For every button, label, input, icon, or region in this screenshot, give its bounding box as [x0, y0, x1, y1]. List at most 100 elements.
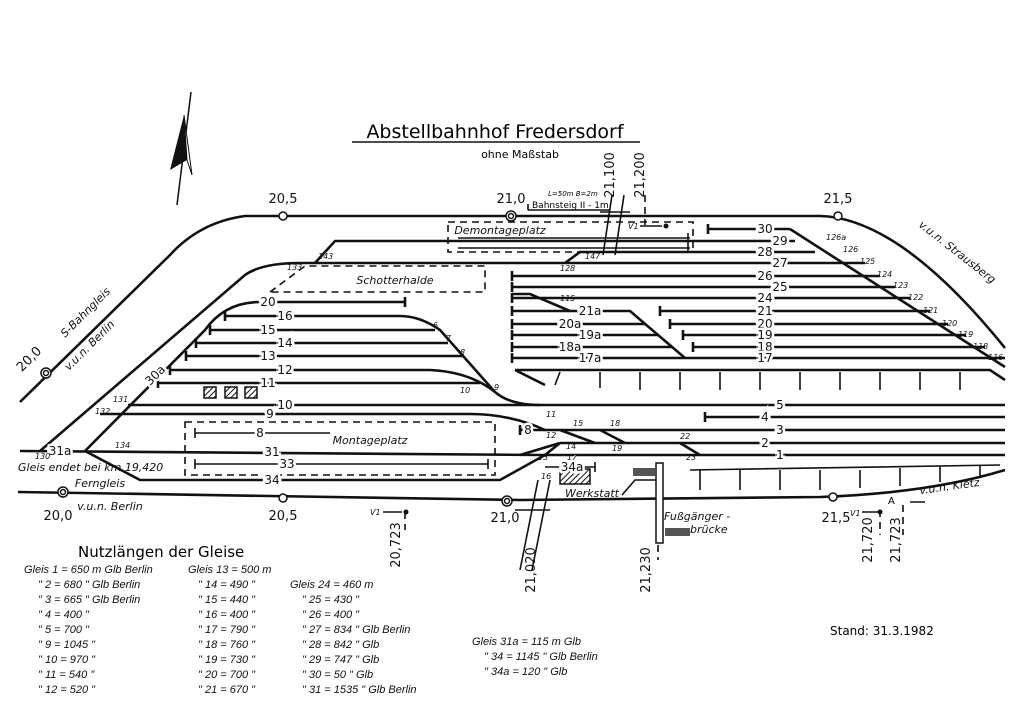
- track-label: 16: [277, 309, 292, 323]
- track-8: [518, 425, 545, 435]
- track-label: 20a: [559, 317, 582, 331]
- table-row: " 2 = 680 " Glb Berlin: [38, 579, 140, 591]
- km-vertical: 21,200: [633, 152, 648, 198]
- track-label: 34: [264, 473, 279, 487]
- switch-label: 19: [612, 444, 622, 453]
- km-vertical: 21,723: [889, 517, 904, 563]
- table-row: " 4 = 400 ": [38, 609, 90, 621]
- signal-label: V1: [628, 222, 639, 231]
- switch-label: 15: [573, 419, 583, 428]
- km-label: 20,0: [44, 509, 73, 524]
- switch-label: 7: [446, 334, 452, 343]
- track-16: [223, 311, 541, 407]
- track-27: [39, 261, 865, 452]
- track-13: [184, 351, 462, 361]
- platform-line: [527, 204, 610, 211]
- table-row: " 34a = 120 " Glb: [484, 666, 567, 678]
- track-label: 27: [772, 256, 787, 270]
- signal-icon: [403, 509, 409, 515]
- schotterhalde-area: [267, 265, 486, 293]
- ferngleis-track: [17, 468, 1006, 502]
- km-label: 21,5: [824, 192, 853, 207]
- table-row: " 5 = 700 ": [38, 624, 90, 636]
- table-row: " 19 = 730 ": [198, 654, 256, 666]
- switch-label: 115: [560, 294, 575, 303]
- left-ladder-30a: [84, 297, 407, 452]
- track-label: 28: [757, 245, 772, 259]
- track-26: [510, 271, 880, 281]
- table-row: " 20 = 700 ": [198, 669, 256, 681]
- table-row: Gleis 24 = 460 m: [290, 579, 373, 591]
- track-12: [168, 365, 496, 394]
- table-row: " 25 = 430 ": [302, 594, 360, 606]
- track-label: 17: [757, 351, 772, 365]
- north-arrow-icon: [170, 91, 193, 206]
- switch-label: 132: [95, 407, 110, 416]
- switch-label: 23: [686, 453, 696, 462]
- ferngleis-direction: v.u.n. Berlin: [77, 500, 142, 513]
- table-row: " 3 = 665 " Glb Berlin: [38, 594, 140, 606]
- wall-ticks: [689, 464, 1001, 490]
- km-vertical: 21,100: [603, 152, 618, 198]
- table-row: " 17 = 790 ": [198, 624, 256, 636]
- track-19: [681, 330, 966, 340]
- track-18: [691, 342, 985, 352]
- switch-label: 131: [113, 395, 128, 404]
- buildings: [203, 386, 591, 485]
- km-vertical: 21,720: [861, 517, 876, 563]
- track-label: 5: [776, 398, 784, 412]
- kietz-direction: v.u.n. Kietz: [919, 476, 981, 497]
- table-row: " 18 = 760 ": [198, 639, 256, 651]
- track-31-1: [19, 449, 1005, 457]
- table-row: " 10 = 970 ": [38, 654, 96, 666]
- table-row: " 12 = 520 ": [38, 684, 96, 696]
- km-vertical: 20,723: [389, 522, 404, 568]
- stairs-icon: [665, 528, 690, 536]
- bridge-lines: [600, 194, 630, 256]
- switch-label: 130: [35, 452, 50, 461]
- signal-a-label: A: [888, 496, 895, 507]
- switch-label: 8: [460, 348, 465, 357]
- km-label: 20,0: [14, 344, 45, 375]
- signal-icon: [663, 223, 669, 229]
- table-row: " 15 = 440 ": [198, 594, 256, 606]
- track-20a: [510, 319, 645, 329]
- track-label: 4: [761, 410, 769, 424]
- track-21: [658, 306, 930, 316]
- switch-label: 13: [538, 453, 548, 462]
- switch-label: 119: [958, 330, 973, 339]
- platform-edge: [514, 368, 1006, 387]
- switch-label: 9: [494, 383, 499, 392]
- switch-labels: 143 133 147 128 115 126a 126 125 124 123…: [35, 233, 1003, 481]
- track-21a: [510, 292, 686, 359]
- switch-label: 126: [843, 245, 858, 254]
- signal-icon: [877, 509, 883, 515]
- km-label: 21,0: [491, 511, 520, 526]
- footbridge: [655, 462, 664, 544]
- track-end-note: Gleis endet bei km 19,420: [18, 461, 163, 474]
- switch-label: 11: [546, 410, 556, 419]
- switch-label: 147: [585, 252, 601, 261]
- km-label: 20,5: [269, 192, 298, 207]
- track-label: 20: [260, 295, 275, 309]
- montage-tracks: [194, 428, 489, 469]
- switch-crossovers: [544, 428, 701, 457]
- table-heading: Nutzlängen der Gleise: [78, 543, 244, 561]
- table-row: " 31 = 1535 " Glb Berlin: [302, 684, 417, 696]
- track-29: [314, 239, 795, 264]
- signal-label: V1: [850, 509, 861, 518]
- track-label: 24: [757, 291, 772, 305]
- table-row: " 21 = 670 ": [198, 684, 256, 696]
- werkstatt-pointer: [621, 479, 660, 496]
- switch-label: 143: [318, 252, 333, 261]
- switch-label: 116: [988, 353, 1003, 362]
- table-row: Gleis 13 = 500 m: [188, 564, 271, 576]
- switch-label: 128: [560, 264, 575, 273]
- table-row: " 9 = 1045 ": [38, 639, 96, 651]
- km-label: 21,5: [822, 511, 851, 526]
- table-row: " 34 = 1145 " Glb Berlin: [484, 651, 598, 663]
- track-34: [84, 449, 546, 482]
- strausberg-direction: v.u.n. Strausberg: [916, 218, 998, 286]
- track-label: 34a: [561, 460, 584, 474]
